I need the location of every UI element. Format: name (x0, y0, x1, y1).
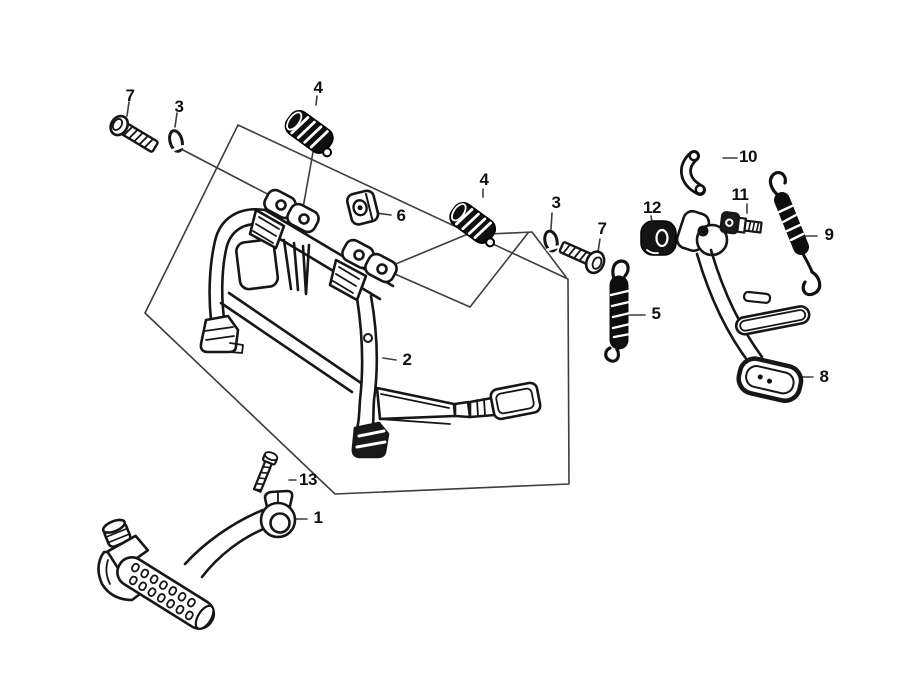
callout-7-left: 7 (125, 86, 135, 105)
callout-6: 6 (396, 206, 406, 225)
side-stand-spring-9-drawing (768, 171, 822, 297)
callout-3-left: 3 (174, 97, 184, 116)
bolt-7-right-drawing (558, 241, 606, 275)
sleeve-4-top-drawing (284, 109, 334, 158)
grommet-12-drawing (640, 220, 677, 256)
pivot-bolt-11-drawing (719, 211, 763, 235)
leader-lines (126, 95, 818, 520)
callout-3-right: 3 (551, 193, 561, 212)
kick-starter-arm-drawing (97, 489, 297, 630)
callout-4-top: 4 (313, 78, 323, 97)
callout-7-right: 7 (597, 219, 607, 238)
washer-3-right-drawing (543, 229, 559, 253)
main-stand-brackets (248, 188, 398, 302)
sleeve-4-right-drawing (449, 201, 497, 248)
callout-8: 8 (819, 367, 829, 386)
callout-4-right: 4 (479, 170, 489, 189)
stopper-6-drawing (345, 189, 380, 226)
callout-13: 13 (299, 470, 317, 489)
callout-10: 10 (739, 147, 757, 166)
callout-5: 5 (651, 304, 661, 323)
side-stand-drawing (675, 209, 811, 403)
callout-9: 9 (824, 225, 834, 244)
washer-3-left-drawing (168, 129, 185, 153)
main-stand-spring-5-drawing (604, 259, 632, 363)
callout-11: 11 (731, 185, 749, 204)
main-stand-drawing (199, 207, 542, 459)
callout-1: 1 (313, 508, 323, 527)
bolt-7-left-drawing (109, 114, 159, 153)
bolt-13-drawing (252, 451, 279, 493)
joint-link-10-drawing (680, 150, 706, 196)
callout-12: 12 (643, 198, 661, 217)
callout-2: 2 (402, 350, 412, 369)
